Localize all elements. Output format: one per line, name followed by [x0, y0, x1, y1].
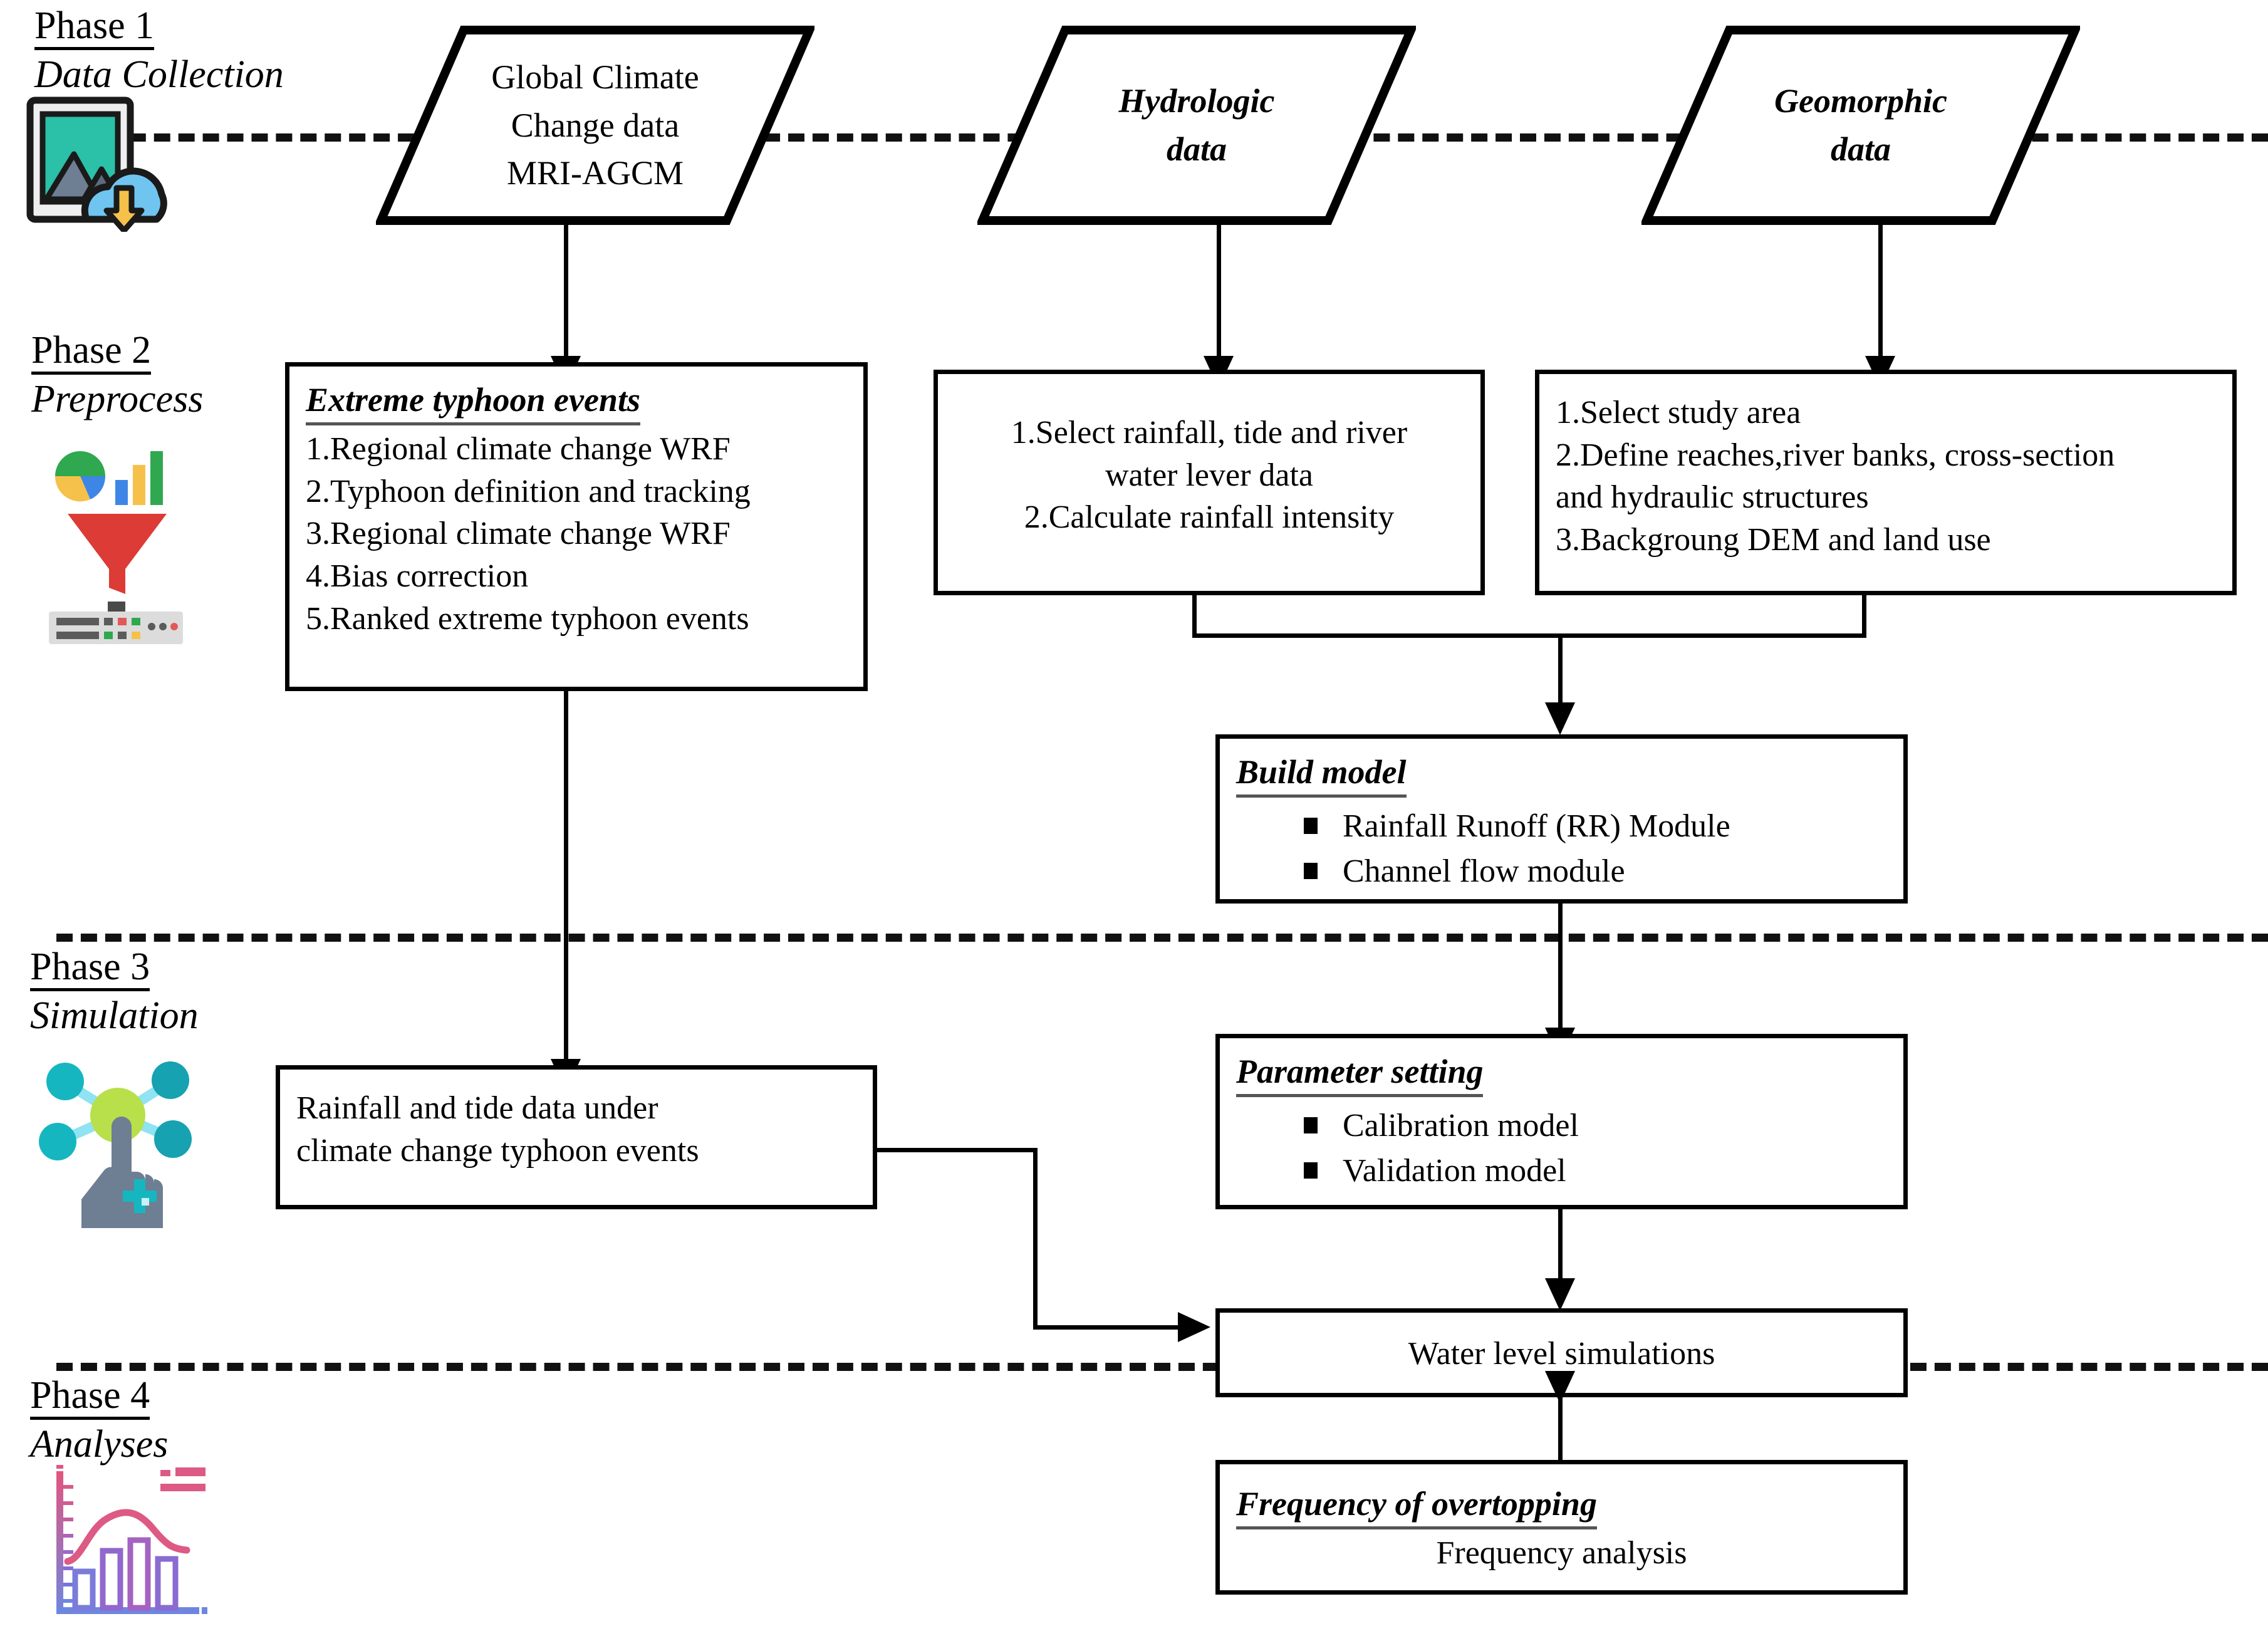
- phase-1-name: Data Collection: [34, 53, 284, 96]
- list-item: 2.Calculate rainfall intensity: [1024, 499, 1395, 536]
- box-water-level-simulations-content: Water level simulations: [1220, 1313, 1903, 1387]
- connector-build-model-to-parameter: [1558, 904, 1563, 1034]
- box-frequency-of-overtopping-content: Frequency of overtopping Frequency analy…: [1220, 1464, 1903, 1586]
- connector-geomorphic-to-preprocess: [1878, 219, 1883, 362]
- box-geomorphic-preprocess[interactable]: 1.Select study area 2.Define reaches,riv…: [1535, 370, 2237, 595]
- connector-global-to-typhoon: [564, 219, 568, 362]
- input-geomorphic-data-text: Geomorphic data: [1641, 25, 2080, 226]
- text-line: Frequency analysis: [1436, 1535, 1687, 1571]
- input-line: Change data: [511, 106, 680, 144]
- arrowhead-waterlvl-to-frequency: [1545, 1371, 1575, 1404]
- phase-4-name: Analyses: [30, 1423, 169, 1466]
- parameter-setting-bullets: Calibration model Validation model: [1236, 1103, 1887, 1194]
- box-extreme-typhoon-events-content: Extreme typhoon events 1.Regional climat…: [289, 367, 863, 651]
- arrowhead-rainfall-to-waterlvl: [1178, 1312, 1210, 1342]
- list-item: water lever data: [1105, 457, 1313, 493]
- list-item: 2.Define reaches,river banks, cross-sect…: [1556, 437, 2115, 473]
- input-line: MRI-AGCM: [506, 154, 684, 192]
- box-heading: Frequency of overtopping: [1236, 1482, 1597, 1530]
- box-rainfall-tide-data-content: Rainfall and tide data under climate cha…: [280, 1070, 873, 1183]
- connector-merge-horizontal: [1192, 633, 1866, 638]
- build-model-bullets: Rainfall Runoff (RR) Module Channel flow…: [1236, 804, 1887, 894]
- list-item: 3.Regional climate change WRF: [306, 516, 731, 552]
- arrowhead-merge-to-build-model: [1545, 702, 1575, 735]
- box-heading: Build model: [1236, 750, 1407, 798]
- input-global-climate-data-text: Global Climate Change data MRI-AGCM: [376, 25, 814, 226]
- text-line: Rainfall and tide data under: [296, 1090, 658, 1126]
- input-hydrologic-data[interactable]: Hydrologic data: [977, 25, 1416, 226]
- list-item: 2.Typhoon definition and tracking: [306, 473, 751, 509]
- bar-line-chart-icon: [38, 1460, 226, 1629]
- phase-2-name: Preprocess: [31, 378, 204, 421]
- box-geomorphic-preprocess-content: 1.Select study area 2.Define reaches,riv…: [1539, 374, 2232, 572]
- connector-merge-to-build-model: [1558, 633, 1563, 709]
- bullet-item: Validation model: [1304, 1149, 1887, 1194]
- input-line: Hydrologic: [1118, 82, 1275, 120]
- input-line: data: [1830, 130, 1891, 168]
- list-item: and hydraulic structures: [1556, 479, 1869, 516]
- data-funnel-icon: [38, 426, 194, 645]
- box-heading: Extreme typhoon events: [306, 378, 640, 426]
- connector-typhoon-to-rainfall: [564, 691, 568, 1066]
- input-hydrologic-data-text: Hydrologic data: [977, 25, 1416, 226]
- box-build-model[interactable]: Build model Rainfall Runoff (RR) Module …: [1215, 734, 1908, 904]
- text-line: Water level simulations: [1408, 1336, 1715, 1372]
- box-hydrologic-preprocess-content: 1.Select rainfall, tide and river water …: [938, 374, 1480, 550]
- box-rainfall-tide-data[interactable]: Rainfall and tide data under climate cha…: [276, 1065, 877, 1209]
- list-item: 1.Select rainfall, tide and river: [1011, 415, 1408, 451]
- phase-2-title: Phase 2 Preprocess: [31, 330, 204, 421]
- phase-1-title: Phase 1 Data Collection: [34, 6, 284, 95]
- box-parameter-setting-content: Parameter setting Calibration model Vali…: [1220, 1038, 1903, 1205]
- phase-3-label: Phase 3: [30, 947, 150, 992]
- connector-parameter-to-waterlvl: [1558, 1209, 1563, 1284]
- connector-hydrologic-merge-down: [1192, 594, 1197, 638]
- box-hydrologic-preprocess[interactable]: 1.Select rainfall, tide and river water …: [934, 370, 1485, 595]
- list-item: 4.Bias correction: [306, 558, 529, 594]
- input-geomorphic-data[interactable]: Geomorphic data: [1641, 25, 2080, 226]
- connector-rainfall-right: [876, 1148, 1038, 1152]
- input-global-climate-data[interactable]: Global Climate Change data MRI-AGCM: [376, 25, 814, 226]
- connector-rainfall-down: [1033, 1148, 1038, 1330]
- connector-waterlvl-to-frequency: [1558, 1397, 1563, 1503]
- phase-4-label: Phase 4: [30, 1375, 150, 1420]
- network-touch-icon: [24, 1046, 199, 1234]
- connector-rainfall-to-waterlvl: [1033, 1325, 1180, 1330]
- list-item: 1.Select study area: [1556, 395, 1801, 430]
- list-item: 1.Regional climate change WRF: [306, 431, 731, 467]
- input-line: Geomorphic: [1774, 82, 1947, 120]
- connector-hydrologic-to-preprocess: [1217, 219, 1221, 362]
- phase-4-title: Phase 4 Analyses: [30, 1375, 169, 1466]
- input-line: Global Climate: [491, 58, 699, 96]
- arrowhead-parameter-to-waterlvl: [1545, 1278, 1575, 1311]
- box-parameter-setting[interactable]: Parameter setting Calibration model Vali…: [1215, 1034, 1908, 1209]
- phase-separator-3: [56, 1363, 2268, 1371]
- list-item: 3.Backgroung DEM and land use: [1556, 521, 1991, 558]
- box-frequency-of-overtopping[interactable]: Frequency of overtopping Frequency analy…: [1215, 1460, 1908, 1595]
- phase-separator-2: [56, 934, 2268, 942]
- bullet-item: Rainfall Runoff (RR) Module: [1304, 804, 1887, 849]
- bullet-item: Channel flow module: [1304, 849, 1887, 894]
- phase-1-label: Phase 1: [34, 6, 155, 51]
- box-build-model-content: Build model Rainfall Runoff (RR) Module …: [1220, 739, 1903, 905]
- phase-3-title: Phase 3 Simulation: [30, 947, 199, 1036]
- box-extreme-typhoon-events[interactable]: Extreme typhoon events 1.Regional climat…: [285, 362, 868, 691]
- connector-geomorphic-merge-down: [1862, 594, 1866, 638]
- input-line: data: [1166, 130, 1227, 168]
- image-cloud-download-icon: [19, 94, 175, 234]
- list-item: 5.Ranked extreme typhoon events: [306, 600, 749, 637]
- text-line: climate change typhoon events: [296, 1132, 699, 1169]
- box-heading: Parameter setting: [1236, 1050, 1484, 1098]
- phase-2-label: Phase 2: [31, 330, 152, 375]
- bullet-item: Calibration model: [1304, 1103, 1887, 1149]
- phase-3-name: Simulation: [30, 994, 199, 1038]
